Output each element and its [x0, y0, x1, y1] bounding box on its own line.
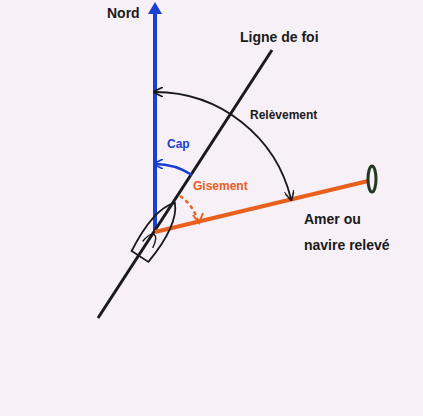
heading-arc: [155, 164, 192, 175]
north-line: [153, 10, 157, 232]
heading-label: Cap: [167, 136, 190, 152]
heading-line-label: Ligne de foi: [240, 29, 319, 45]
north-arrowhead: [148, 2, 162, 14]
landmark-label: Amer ou navire relevé: [304, 206, 390, 258]
relative-bearing-arrowhead: [193, 213, 203, 223]
ship-outline: [131, 197, 185, 263]
north-label: Nord: [107, 5, 140, 21]
bearing-label: Relèvement: [250, 107, 317, 123]
relative-bearing-label: Gisement: [193, 178, 248, 194]
heading-line: [98, 50, 272, 318]
landmark-symbol: [368, 166, 376, 192]
